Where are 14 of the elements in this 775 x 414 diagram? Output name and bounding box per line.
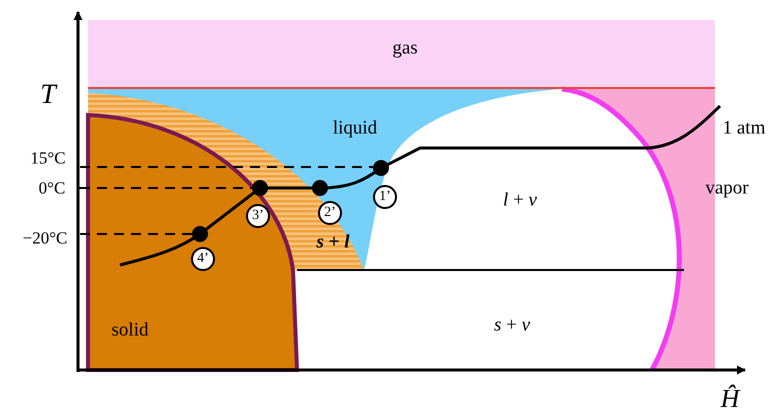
region-label: 15°C <box>30 150 66 166</box>
region-label: s + l <box>316 232 350 252</box>
axis-label: T <box>40 81 56 109</box>
region-label: s + v <box>494 316 530 334</box>
region-label: 1 atm <box>722 118 766 138</box>
region-label: −20°C <box>22 230 68 246</box>
region-label: gas <box>392 38 418 58</box>
callout-number: 1’ <box>373 185 397 209</box>
axis-label: Ĥ <box>720 386 740 412</box>
region-label: l + v <box>503 190 537 210</box>
region-label: 0°C <box>38 180 66 196</box>
region-label: vapor <box>705 178 749 198</box>
region-label: solid <box>112 320 148 340</box>
region-label: liquid <box>332 118 378 138</box>
